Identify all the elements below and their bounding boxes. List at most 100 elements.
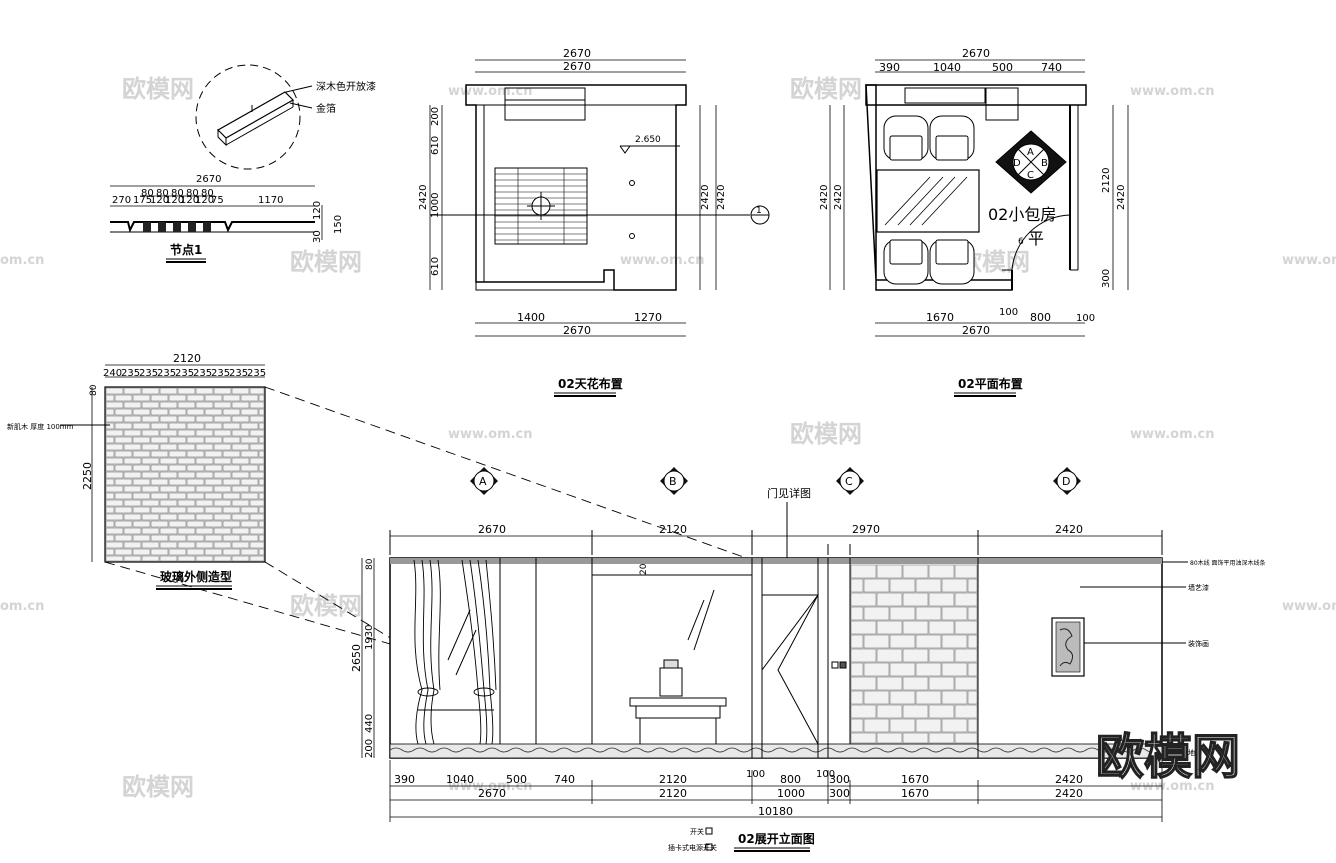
glass-tile <box>213 513 232 521</box>
section-mark: 1 <box>756 206 762 216</box>
side-table <box>629 659 727 744</box>
plan-title: 02平面布置 <box>958 376 1023 391</box>
glass-tile <box>150 436 169 444</box>
brick-tile <box>928 732 955 744</box>
brick-tile <box>889 718 916 733</box>
brick-tile <box>902 564 929 579</box>
glass-tile <box>114 394 133 402</box>
glass-tile <box>240 478 259 486</box>
glass-tile <box>150 520 169 528</box>
glass-tile <box>168 394 187 402</box>
glass-tile <box>123 471 142 479</box>
glass-tile <box>105 450 115 458</box>
glass-tile <box>231 471 250 479</box>
glass-tile <box>150 450 169 458</box>
brick-tile <box>941 578 968 593</box>
elev-dim-bottom2: 2120 <box>659 787 687 800</box>
glass-tile <box>132 520 151 528</box>
svg-text:A: A <box>479 475 487 488</box>
detail-dim-right: 150 <box>333 215 344 234</box>
elev-dim-bottom: 740 <box>554 773 575 786</box>
detail-dim-seg: 80 <box>141 188 154 199</box>
glass-tile <box>150 464 169 472</box>
brand-logo: 欧模网 <box>1096 729 1240 785</box>
brick-tile <box>889 690 916 705</box>
glass-tile <box>258 408 265 416</box>
glass-tile <box>204 464 223 472</box>
glass-tile <box>168 422 187 430</box>
legend-switch: 开关 <box>690 827 704 836</box>
glass-tile <box>204 394 223 402</box>
glass-tile <box>258 492 265 500</box>
glass-tile <box>123 541 142 549</box>
note-skirting: 地脚 <box>1188 748 1202 757</box>
glass-tile <box>258 506 265 514</box>
glass-tile <box>177 527 196 535</box>
glass-tile <box>195 429 214 437</box>
glass-tile <box>168 464 187 472</box>
brick-tile <box>928 704 955 719</box>
glass-tile <box>186 478 205 486</box>
glass-tile <box>186 408 205 416</box>
ceiling-dim-top: 2670 <box>563 47 591 60</box>
glass-tile <box>177 429 196 437</box>
brick-tile <box>941 606 968 621</box>
glass-tile <box>159 555 178 562</box>
plan-dim-top: 2670 <box>962 47 990 60</box>
glass-tile <box>114 436 133 444</box>
detail-1-drawing: 深木色开放漆 金箔 2670 80 80 80 80 80 270 175 12… <box>110 64 376 263</box>
glass-tile <box>105 394 115 402</box>
glass-dim-col: 235 <box>121 368 140 379</box>
view-marker-d: D <box>1053 467 1081 495</box>
brick-tile <box>889 634 916 649</box>
brick-tile <box>850 578 864 593</box>
glass-tile <box>132 436 151 444</box>
plan-dim-bottom-total: 2670 <box>962 324 990 337</box>
glass-tile <box>168 534 187 542</box>
watermark-site: www.om.cn <box>448 779 533 794</box>
glass-tile <box>204 506 223 514</box>
brick-tile <box>941 690 968 705</box>
plan-dim-top: 740 <box>1041 61 1062 74</box>
glass-dim-col: 235 <box>175 368 194 379</box>
ceiling-dim-right: 2420 <box>716 185 727 210</box>
dining-table <box>876 169 980 233</box>
wood-strip-shape <box>217 91 294 139</box>
glass-tile <box>186 436 205 444</box>
glass-tile <box>249 541 265 549</box>
glass-tile <box>222 548 241 556</box>
glass-tile <box>105 457 124 465</box>
glass-tile <box>159 401 178 409</box>
glass-tile <box>114 422 133 430</box>
glass-tile <box>249 513 265 521</box>
glass-tile <box>105 548 115 556</box>
glass-tile <box>177 387 196 395</box>
watermark-brand: 欧模网 <box>290 592 362 620</box>
elev-dim-bottom2: 1670 <box>901 787 929 800</box>
glass-tile <box>249 527 265 535</box>
detail-note-bottom: 金箔 <box>316 102 336 115</box>
glass-tile <box>150 394 169 402</box>
glass-tile <box>141 443 160 451</box>
glass-tile <box>195 457 214 465</box>
detail-dim-row2: 1170 <box>258 195 283 206</box>
plan-dim-right: 2420 <box>1116 185 1127 210</box>
glass-tile <box>132 506 151 514</box>
glass-tile <box>222 492 241 500</box>
brick-tile <box>902 704 929 719</box>
brick-tile <box>915 718 942 733</box>
detail-dim-seg: 80 <box>156 188 169 199</box>
view-marker-c: C <box>836 467 864 495</box>
glass-tile <box>141 415 160 423</box>
glass-tile <box>168 478 187 486</box>
elev-dim-left: 440 <box>364 714 375 733</box>
brick-tile <box>967 634 978 649</box>
glass-tile <box>114 492 133 500</box>
glass-tile <box>258 520 265 528</box>
detail-dim-total: 2670 <box>196 174 221 185</box>
glass-tile <box>105 436 115 444</box>
glass-tile <box>231 513 250 521</box>
detail-dim-row2: 75 <box>211 195 224 206</box>
glass-tile <box>114 450 133 458</box>
glass-tile <box>123 485 142 493</box>
